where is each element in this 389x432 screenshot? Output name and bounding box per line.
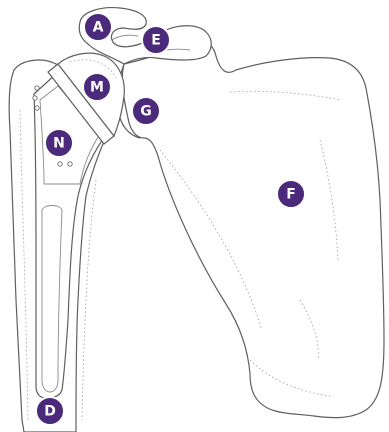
scapula-body-outline <box>122 41 384 418</box>
marker-letter-e: E <box>151 33 161 49</box>
marker-letter-d: D <box>44 404 56 420</box>
marker-n: N <box>45 129 73 157</box>
marker-letter-n: N <box>53 136 65 152</box>
marker-letter-f: F <box>286 187 296 203</box>
marker-m: M <box>83 73 111 101</box>
humerus-with-implant <box>9 53 124 432</box>
implant-hole-1 <box>35 86 39 90</box>
implant-hole-2 <box>33 96 37 100</box>
marker-g: G <box>132 97 160 125</box>
coracoid-detail <box>112 35 138 40</box>
marker-e: E <box>142 26 170 54</box>
marker-letter-g: G <box>140 104 152 120</box>
implant-hole-3 <box>35 106 39 110</box>
marker-letter-a: A <box>93 20 104 36</box>
marker-f: F <box>277 180 305 208</box>
marker-letter-m: M <box>90 80 104 96</box>
scapula <box>79 8 384 418</box>
implant-hole-5 <box>68 162 72 166</box>
marker-a: A <box>84 13 112 41</box>
marker-d: D <box>36 397 64 425</box>
implant-hole-4 <box>58 162 62 166</box>
